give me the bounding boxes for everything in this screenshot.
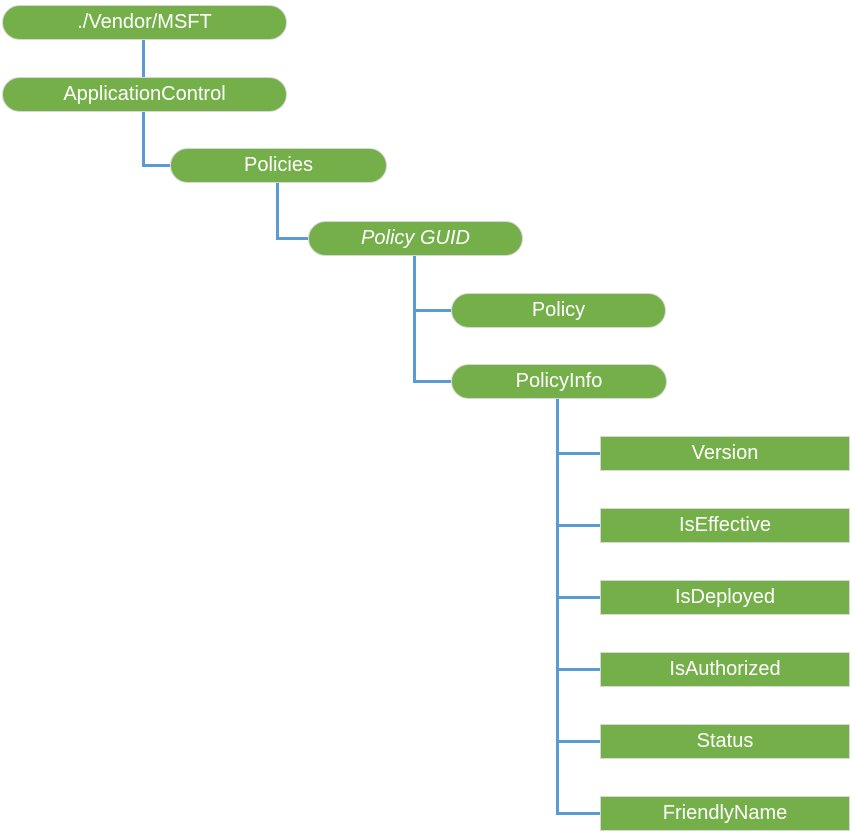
node-friendly-name: FriendlyName [600, 796, 850, 831]
connector-policyinfo-to-isauthorized [556, 668, 600, 671]
connector-applicationcontrol-to-policies-vertical [142, 112, 145, 167]
node-is-deployed: IsDeployed [600, 580, 850, 615]
node-application-control: ApplicationControl [2, 77, 287, 112]
connector-policyinfo-to-status [556, 740, 600, 743]
connector-policies-to-policyguid-vertical [276, 183, 279, 240]
node-policy-info: PolicyInfo [451, 364, 667, 399]
connector-vendor-to-applicationcontrol [142, 40, 145, 77]
node-status: Status [600, 724, 850, 759]
connector-policyinfo-to-friendlyname [556, 812, 600, 815]
connector-policyguid-trunk [413, 256, 416, 383]
connector-policyinfo-to-version [556, 452, 600, 455]
connector-applicationcontrol-to-policies-horizontal [142, 164, 170, 167]
node-policies: Policies [170, 148, 387, 183]
connector-policyinfo-trunk [556, 399, 559, 815]
connector-policyinfo-to-isdeployed [556, 596, 600, 599]
connector-policyguid-to-policy [413, 309, 451, 312]
node-version: Version [600, 436, 850, 471]
node-vendor-msft: ./Vendor/MSFT [2, 5, 287, 40]
node-is-effective: IsEffective [600, 508, 850, 543]
connector-policyguid-to-policyinfo [413, 380, 451, 383]
node-is-authorized: IsAuthorized [600, 652, 850, 687]
connector-policies-to-policyguid-horizontal [276, 237, 308, 240]
connector-policyinfo-to-iseffective [556, 524, 600, 527]
node-policy-guid: Policy GUID [308, 221, 523, 256]
node-policy: Policy [451, 293, 666, 328]
